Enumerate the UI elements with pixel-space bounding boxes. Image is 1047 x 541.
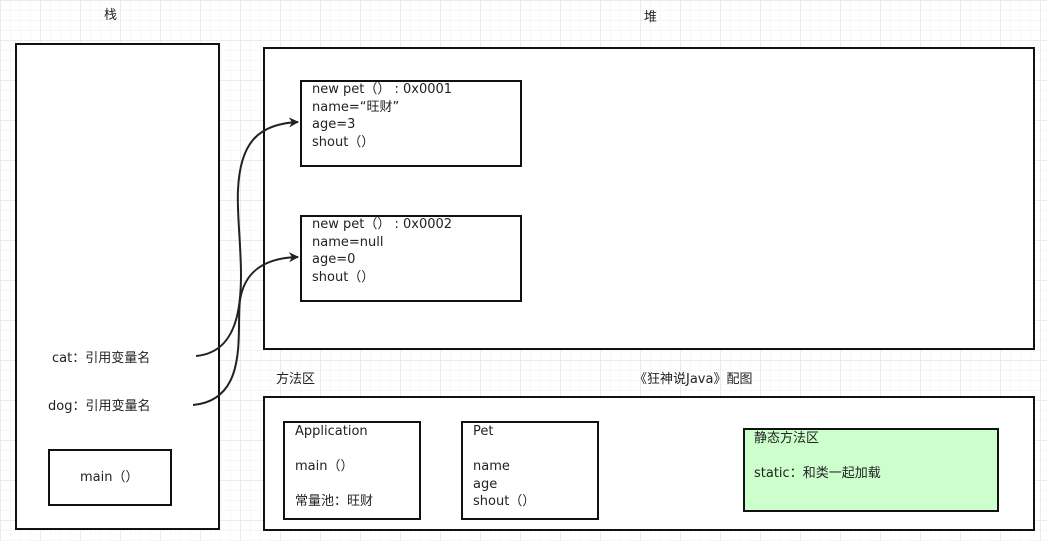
heap-object-2-name: name=null: [312, 234, 384, 250]
heap-object-2-header: new pet（） : 0x0002: [312, 217, 453, 232]
heap-object-1-age: age=3: [312, 117, 356, 132]
heap-object-2-age: age=0: [312, 252, 356, 267]
stack-label: 栈: [104, 8, 118, 23]
heap-object-2: [300, 215, 522, 302]
application-constant-pool: 常量池：旺财: [295, 494, 374, 509]
main-frame-box: [48, 449, 172, 506]
application-class-box: [283, 421, 421, 520]
heap-object-1-header: new pet（） : 0x0001: [312, 82, 453, 97]
pet-field-name: name: [473, 459, 510, 474]
pet-class-members: name age shout（）: [473, 458, 535, 511]
pet-method-shout: shout（）: [473, 494, 536, 509]
static-method-area-title: 静态方法区: [754, 431, 820, 446]
application-class-title: Application: [295, 424, 368, 439]
pet-class-title: Pet: [473, 424, 494, 439]
stack-region: [15, 43, 220, 530]
heap-object-1: [300, 80, 522, 167]
method-area-label: 方法区: [276, 372, 316, 387]
cat-reference: cat：引用变量名: [52, 351, 151, 366]
heap-object-2-method: shout（）: [312, 269, 375, 285]
heap-label: 堆: [644, 10, 658, 25]
dog-reference: dog：引用变量名: [48, 399, 151, 414]
pet-class-box: [461, 421, 599, 520]
static-method-area-desc: static：和类一起加载: [754, 466, 881, 481]
heap-object-1-method: shout（）: [312, 134, 375, 150]
main-frame-label: main（）: [80, 470, 139, 485]
pet-field-age: age: [473, 476, 498, 492]
static-method-area-box: [743, 428, 999, 512]
heap-object-1-text: new pet（） : 0x0001 name=“旺财” age=3 shout…: [312, 81, 452, 151]
credit-label: 《狂神说Java》配图: [634, 372, 753, 387]
heap-object-1-name: name=“旺财”: [312, 99, 400, 115]
heap-object-2-text: new pet（） : 0x0002 name=null age=0 shout…: [312, 216, 452, 286]
application-class-method: main（）: [295, 459, 354, 474]
